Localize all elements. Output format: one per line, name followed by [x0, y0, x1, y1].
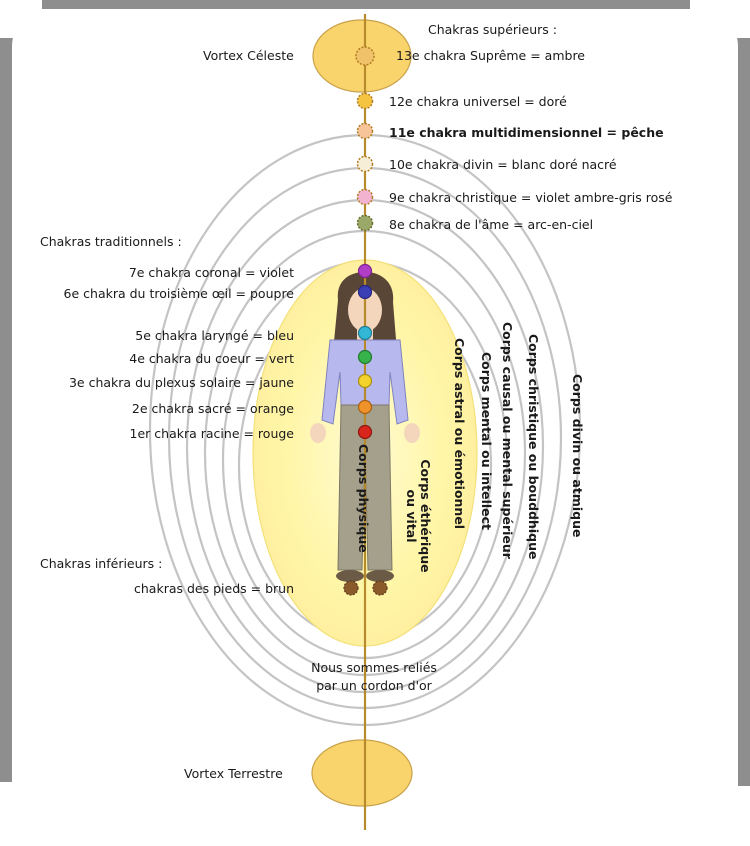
- chakra-11: [356, 122, 374, 140]
- traditional-chakras: [357, 263, 373, 440]
- vortex-celeste-label: Vortex Céleste: [203, 48, 294, 63]
- chakra-7-label: 7e chakra coronal = violet: [128, 265, 294, 280]
- corps-divin-label: Corps divin ou atmique: [570, 374, 585, 538]
- chakra-12: [356, 92, 374, 110]
- corps-mental-label: Corps mental ou intellect: [479, 352, 494, 531]
- cordon-line-2: par un cordon d'or: [316, 678, 432, 693]
- corps-physique-label: Corps physique: [356, 444, 371, 553]
- chakra-5-label: 5e chakra laryngé = bleu: [135, 328, 294, 343]
- chakra-10-label: 10e chakra divin = blanc doré nacré: [389, 157, 617, 172]
- chakra-diagram: [148, 14, 582, 830]
- chakra-2: [357, 399, 373, 415]
- chakra-7: [357, 263, 373, 279]
- chakra-6: [357, 284, 373, 300]
- higher-chakras: [355, 46, 375, 232]
- chakra-pieds-label: chakras des pieds = brun: [134, 581, 294, 596]
- chakra-foot-left: [343, 580, 359, 596]
- chakra-4-label: 4e chakra du coeur = vert: [129, 351, 294, 366]
- chakra-12-label: 12e chakra universel = doré: [389, 94, 567, 109]
- chakra-5: [357, 325, 373, 341]
- chakra-9-label: 9e chakra christique = violet ambre-gris…: [389, 190, 673, 205]
- corps-causal-label: Corps causal ou mental supérieur: [500, 322, 515, 559]
- chakras-traditionnels-heading: Chakras traditionnels :: [40, 234, 182, 249]
- corps-christique-label: Corps christique ou bouddhique: [526, 334, 541, 560]
- diagram-panel: Vortex Céleste Vortex Terrestre Chakras …: [12, 12, 738, 834]
- vortex-terrestre-oval: [311, 739, 413, 807]
- chakra-foot-right: [372, 580, 388, 596]
- chakra-2-label: 2e chakra sacré = orange: [131, 401, 294, 416]
- chakra-9: [356, 188, 374, 206]
- chakra-13: [355, 46, 375, 66]
- corps-etherique-line2: ou vital: [404, 489, 419, 543]
- chakra-4: [357, 349, 373, 365]
- chakra-1-label: 1er chakra racine = rouge: [129, 426, 294, 441]
- chakra-13-label: 13e chakra Suprême = ambre: [396, 48, 585, 63]
- chakra-8-label: 8e chakra de l'âme = arc-en-ciel: [389, 217, 594, 232]
- corps-etherique-label: Corps éthérique ou vital: [404, 446, 433, 586]
- corps-etherique-line1: Corps éthérique: [418, 459, 433, 573]
- chakra-6-label: 6e chakra du troisième œil = poupre: [63, 286, 294, 301]
- chakra-8: [356, 214, 374, 232]
- feet-chakras: [343, 580, 388, 596]
- chakras-superieurs-heading: Chakras supérieurs :: [428, 22, 557, 37]
- chakra-1: [357, 424, 373, 440]
- chakras-inferieurs-heading: Chakras inférieurs :: [40, 556, 163, 571]
- frame-top: [42, 0, 690, 9]
- corps-astral-label: Corps astral ou émotionnel: [452, 338, 467, 530]
- chakra-3-label: 3e chakra du plexus solaire = jaune: [68, 375, 294, 390]
- chakra-10: [356, 155, 374, 173]
- chakra-3: [357, 373, 373, 389]
- cordon-line-1: Nous sommes reliés: [311, 660, 437, 675]
- chakra-11-label: 11e chakra multidimensionnel = pêche: [389, 125, 664, 140]
- vortex-terrestre-label: Vortex Terrestre: [184, 766, 283, 781]
